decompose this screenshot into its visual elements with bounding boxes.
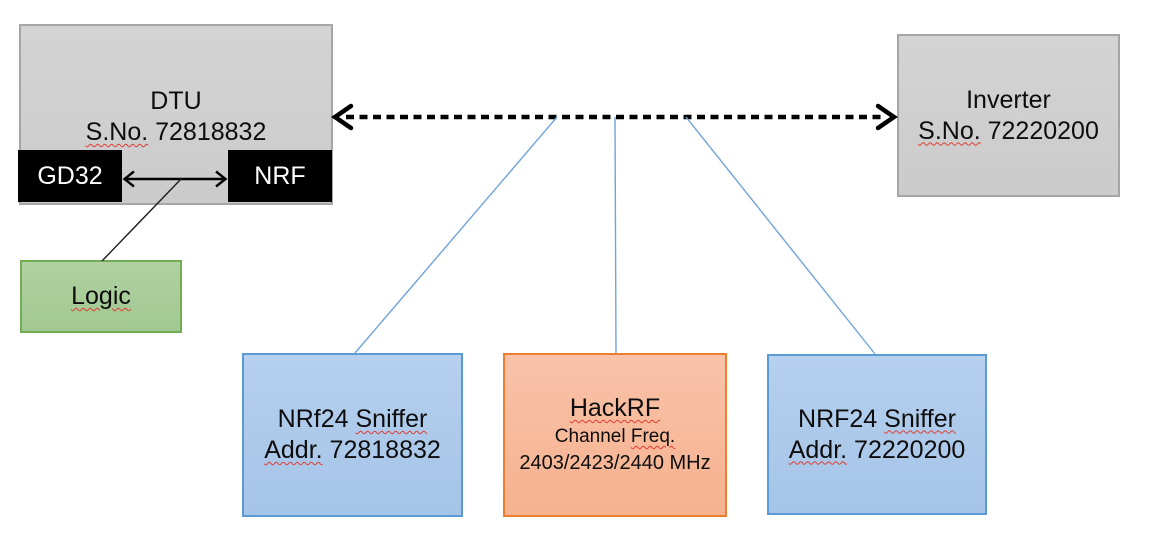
sniffer-left-addr: Addr. 72818832 xyxy=(264,435,441,466)
gd32-chip-box: GD32 xyxy=(18,150,122,202)
sniffer-right-addr-value: 72220200 xyxy=(854,435,966,464)
nrf-chip-box: NRF xyxy=(228,150,332,202)
inverter-serial: S.No. 72220200 xyxy=(918,116,1099,147)
sniffer-right-title-word: Sniffer xyxy=(884,404,956,433)
sniffer-left-addr-label: Addr. xyxy=(264,436,323,464)
dtu-serial-number: 72818832 xyxy=(155,118,267,146)
hackrf-connector-line xyxy=(614,116,617,354)
inverter-serial-number: 72220200 xyxy=(987,116,1099,145)
dtu-title: DTU xyxy=(150,87,202,115)
nrf-label: NRF xyxy=(254,161,306,190)
nrf24-sniffer-left-box: NRf24 Sniffer Addr. 72818832 xyxy=(242,353,463,517)
logic-label: Logic xyxy=(71,282,131,310)
sniffer-right-title-prefix: NRF24 xyxy=(798,404,878,433)
hackrf-channel-word: Channel xyxy=(554,426,626,447)
sniffer-right-title: NRF24 Sniffer xyxy=(798,404,956,435)
sniffer-left-addr-value: 72818832 xyxy=(329,436,441,464)
dtu-inverter-dashed-arrow xyxy=(331,103,898,131)
sniffer-right-connector-line xyxy=(685,116,876,355)
hackrf-title: HackRF xyxy=(569,394,661,422)
sniffer-right-addr: Addr. 72220200 xyxy=(789,435,966,466)
hackrf-frequencies: 2403/2423/2440 MHz xyxy=(519,452,711,474)
sniffer-left-title-word: Sniffer xyxy=(355,405,428,433)
sniffer-left-connector-line xyxy=(354,116,558,354)
hackrf-freq-word: Freq. xyxy=(630,426,676,447)
inverter-serial-prefix: S.No. xyxy=(918,116,981,145)
hackrf-channel-label: Channel Freq. xyxy=(555,424,675,450)
hackrf-box: HackRF Channel Freq. 2403/2423/2440 MHz xyxy=(503,353,727,517)
dtu-serial: S.No. 72818832 xyxy=(86,117,267,148)
nrf24-sniffer-right-box: NRF24 Sniffer Addr. 72220200 xyxy=(767,354,987,515)
logic-box: Logic xyxy=(20,260,182,333)
inverter-box: Inverter S.No. 72220200 xyxy=(897,34,1120,197)
sniffer-left-title: NRf24 Sniffer xyxy=(278,404,428,435)
gd32-label: GD32 xyxy=(37,161,103,190)
sniffer-right-addr-label: Addr. xyxy=(788,435,848,464)
dtu-serial-prefix: S.No. xyxy=(85,118,149,146)
sniffer-left-title-prefix: NRf24 xyxy=(277,405,349,433)
inverter-title: Inverter xyxy=(966,85,1051,114)
